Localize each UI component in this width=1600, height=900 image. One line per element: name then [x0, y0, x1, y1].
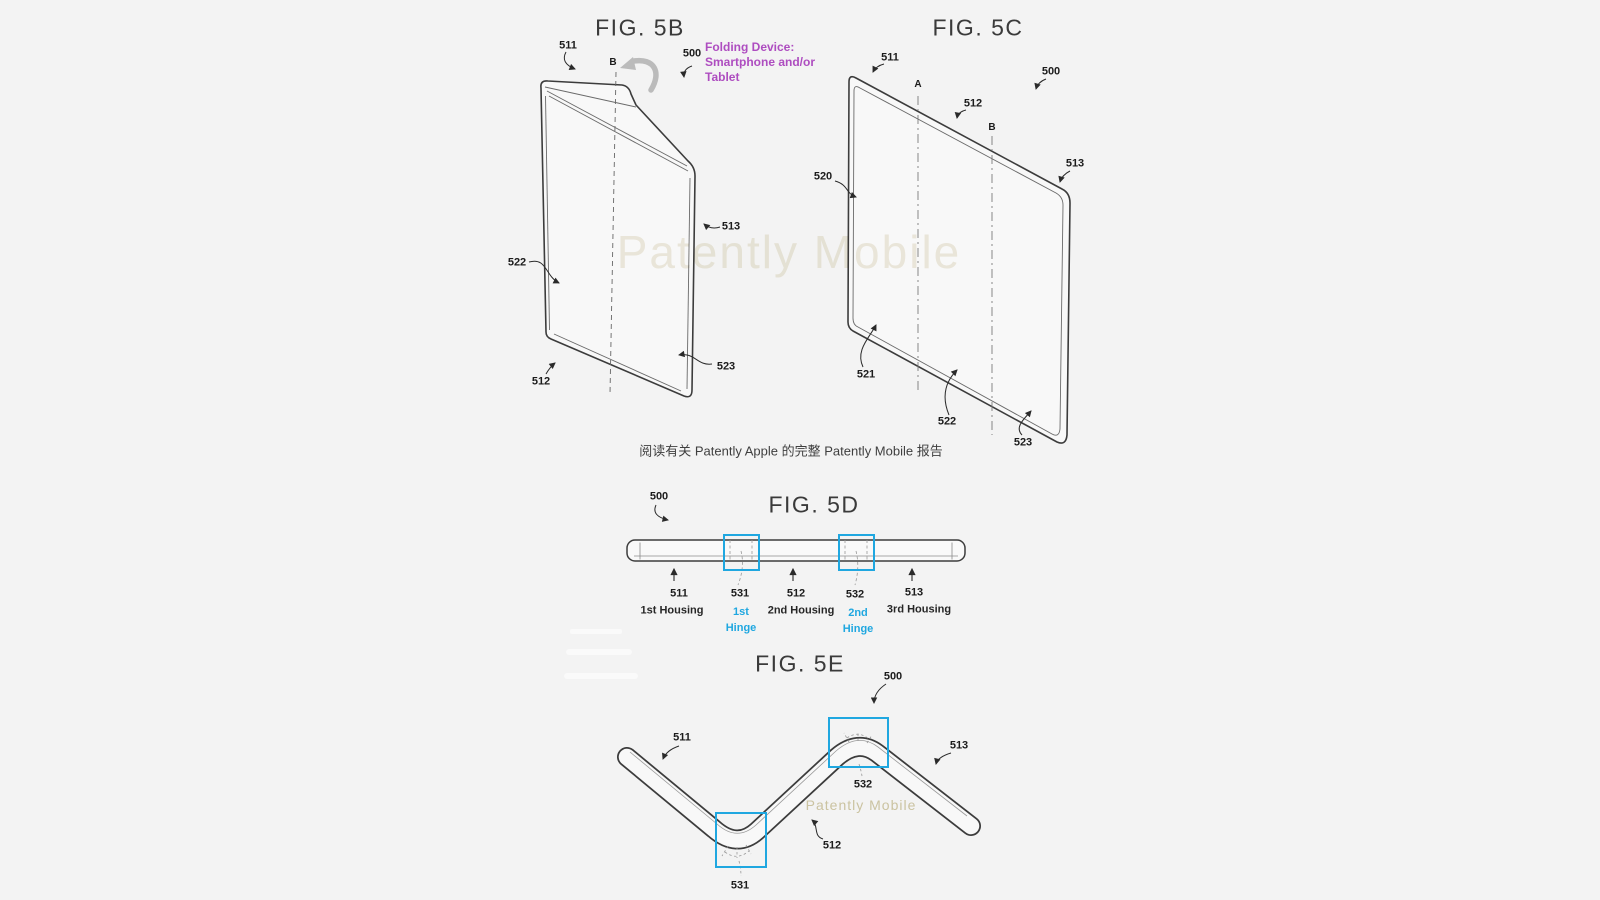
- second-hinge-label-line2: Hinge: [842, 623, 874, 635]
- fig5d-title: FIG. 5D: [768, 491, 860, 518]
- first-hinge-label-line1: 1st: [733, 606, 749, 618]
- second-hinge-bend-box: [828, 717, 889, 768]
- fig5e-title: FIG. 5E: [755, 650, 845, 677]
- second-housing-label: 2nd Housing: [767, 604, 835, 617]
- fig5c-fold-label-a: A: [914, 79, 922, 90]
- folding-device-note-line1: Folding Device:: [705, 40, 795, 54]
- fig5d-ref-511: 511: [670, 587, 688, 600]
- fig5d-ref-513: 513: [904, 586, 924, 599]
- fig5b-ref-522: 522: [507, 256, 527, 269]
- fig5b-ref-500: 500: [682, 47, 702, 60]
- fig5b-fold-label-b: B: [609, 57, 617, 68]
- second-hinge-label-line1: 2nd: [848, 607, 868, 619]
- fig5d-device-drawing: [626, 534, 966, 586]
- first-hinge-label-line2: Hinge: [725, 622, 757, 634]
- fig5c-ref-511: 511: [881, 51, 899, 64]
- fig5d-ref-531: 531: [730, 587, 750, 600]
- fig5e-ref-532: 532: [853, 778, 873, 791]
- fig5c-ref-513: 513: [1065, 157, 1085, 170]
- fold-direction-arrow-icon: [620, 57, 659, 93]
- second-hinge-highlight-box: [838, 534, 875, 571]
- folding-device-note: Folding Device: Smartphone and/or Tablet: [705, 40, 815, 85]
- fig5c-ref-520: 520: [813, 170, 833, 183]
- fig5d-ref-532: 532: [845, 588, 865, 601]
- fig5c-title: FIG. 5C: [932, 14, 1024, 41]
- report-caption: 阅读有关 Patently Apple 的完整 Patently Mobile …: [639, 443, 943, 459]
- fig5b-ref-513: 513: [721, 220, 741, 233]
- fig5b-ref-512: 512: [531, 375, 551, 388]
- fig5c-ref-512: 512: [963, 97, 983, 110]
- fig5c-fold-label-b: B: [988, 122, 996, 133]
- first-hinge-highlight-box: [723, 534, 760, 571]
- fig5e-ref-511: 511: [673, 731, 691, 744]
- second-hinge-label: 2nd Hinge: [843, 605, 874, 637]
- fig5b-ref-511: 511: [559, 39, 577, 52]
- fig5e-ref-500: 500: [883, 670, 903, 683]
- fig5b-title: FIG. 5B: [595, 14, 685, 41]
- folding-device-note-line3: Tablet: [705, 70, 740, 84]
- fig5c-ref-500: 500: [1041, 65, 1061, 78]
- fig5c-ref-523: 523: [1013, 436, 1033, 449]
- first-hinge-bend-box: [715, 812, 767, 868]
- fig5d-ref-512: 512: [786, 587, 806, 600]
- fig5c-ref-521: 521: [856, 368, 876, 381]
- fig5e-ref-512: 512: [822, 839, 842, 852]
- fig5c-ref-522: 522: [937, 415, 957, 428]
- fig5c-device-drawing: [847, 75, 1071, 444]
- first-hinge-label: 1st Hinge: [726, 604, 757, 636]
- third-housing-label: 3rd Housing: [886, 603, 952, 616]
- reference-leader-lines: [528, 51, 1071, 840]
- fig5b-ref-523: 523: [716, 360, 736, 373]
- fig5b-device-drawing: [540, 57, 696, 398]
- patently-mobile-watermark-large: Patently Mobile: [616, 226, 962, 278]
- patently-mobile-watermark-small: Patently Mobile: [805, 797, 917, 813]
- fig5e-ref-531: 531: [730, 879, 750, 892]
- first-housing-label: 1st Housing: [640, 604, 704, 617]
- fig5e-ref-513: 513: [949, 739, 969, 752]
- fig5d-ref-500: 500: [649, 490, 669, 503]
- folding-device-note-line2: Smartphone and/or: [705, 55, 816, 69]
- faint-watermark-streaks: [564, 629, 638, 679]
- fig5e-device-drawing: [617, 717, 981, 877]
